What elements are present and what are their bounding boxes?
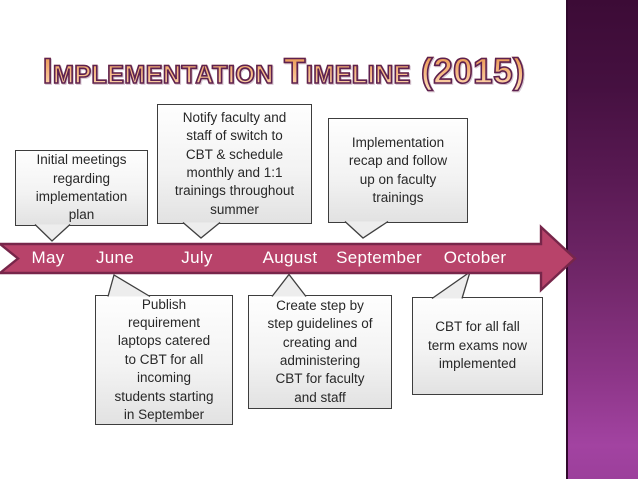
accent-gradient-bar xyxy=(566,0,638,479)
tail-july-callout xyxy=(182,221,221,239)
month-label-august: August xyxy=(262,248,318,267)
tail-may-callout xyxy=(34,224,71,242)
callout-publish-requirement: Publish requirement laptops catered to C… xyxy=(95,295,233,425)
month-label-july: July xyxy=(181,248,213,267)
callout-notify-faculty: Notify faculty and staff of switch to CB… xyxy=(157,104,312,224)
callout-text: Notify faculty and staff of switch to CB… xyxy=(174,109,295,217)
callout-cbt-implemented: CBT for all fall term exams now implemen… xyxy=(412,297,543,395)
month-label-may: May xyxy=(31,248,65,267)
slide-title: Implementation Timeline (2015) xyxy=(0,51,568,92)
callout-create-guidelines: Create step by step guidelines of creati… xyxy=(248,295,392,409)
tail-june-callout xyxy=(107,274,151,298)
month-label-september: September xyxy=(336,248,422,267)
tail-october-callout xyxy=(431,270,472,300)
month-label-june: June xyxy=(95,248,135,267)
callout-text: Create step by step guidelines of creati… xyxy=(267,297,373,405)
month-label-october: October xyxy=(443,248,507,267)
callout-text: Publish requirement laptops catered to C… xyxy=(114,296,214,423)
callout-implementation-recap: Implementation recap and follow up on fa… xyxy=(328,118,468,223)
tail-september-callout xyxy=(344,220,389,239)
tail-august-callout xyxy=(271,273,307,297)
callout-text: Initial meetings regarding implementatio… xyxy=(35,152,128,223)
callout-initial-meetings: Initial meetings regarding implementatio… xyxy=(15,150,148,226)
callout-text: CBT for all fall term exams now implemen… xyxy=(427,319,528,372)
callout-text: Implementation recap and follow up on fa… xyxy=(348,134,448,205)
